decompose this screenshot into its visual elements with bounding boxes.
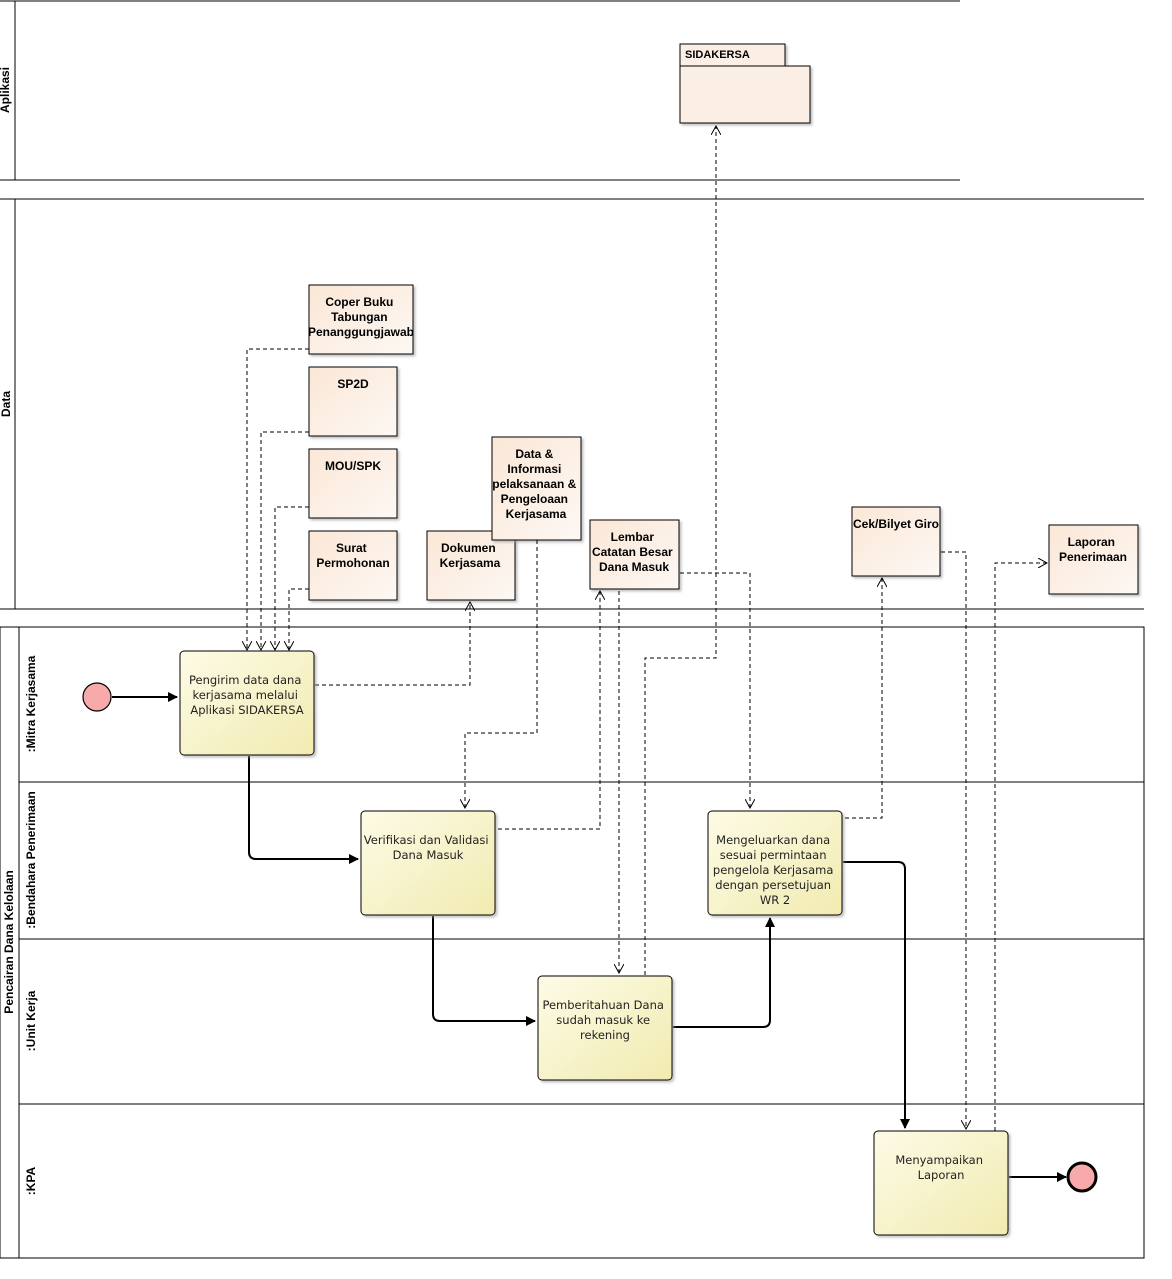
- lane-label-kpa: :KPA: [24, 1166, 38, 1195]
- data-object-text: Surat Permohonan: [316, 541, 389, 570]
- task-text: Verifikasi dan Validasi Dana Masuk: [364, 833, 492, 862]
- association-laporan: [994, 563, 1047, 1131]
- data-object-text: Dokumen Kerjasama: [440, 541, 501, 570]
- data-object-lembar[interactable]: Lembar Catatan Besar Dana Masuk: [589, 519, 680, 590]
- task-text: Pengirim data dana kerjasama melalui Apl…: [189, 673, 305, 717]
- lane-label-data: Data: [0, 391, 13, 417]
- association-cek: [845, 578, 882, 819]
- pool-label: Pencairan Dana Kelolaan: [2, 870, 16, 1013]
- association-dokumen: [315, 602, 470, 686]
- data-object-text: Lembar Catatan Besar Dana Masuk: [592, 530, 676, 574]
- data-object-surat[interactable]: Surat Permohonan: [308, 530, 398, 601]
- data-object-cek[interactable]: Cek/Bilyet Giro: [851, 506, 941, 577]
- flow-mengeluarkan-menyampaikan: [843, 861, 910, 1129]
- association-verifikasi-lembar: [498, 591, 600, 830]
- pool-pencairan: Pencairan Dana Kelolaan :Mitra Kerjasama…: [0, 626, 1145, 1259]
- data-object-mou[interactable]: MOU/SPK: [308, 448, 398, 519]
- associations: [247, 126, 1047, 1131]
- task-text: Pemberitahuan Dana sudah masuk ke rekeni…: [542, 998, 667, 1042]
- task-pengirim[interactable]: Pengirim data dana kerjasama melalui Apl…: [179, 650, 315, 756]
- task-menyampaikan[interactable]: Menyampaikan Laporan: [873, 1130, 1009, 1236]
- association-lembar-mengeluarkan: [680, 572, 750, 808]
- task-pemberitahuan[interactable]: Pemberitahuan Dana sudah masuk ke rekeni…: [537, 975, 673, 1081]
- association-sp2d: [261, 431, 309, 650]
- start-event[interactable]: [82, 682, 112, 712]
- data-object-text: Laporan Penerimaan: [1059, 535, 1127, 564]
- association-mou: [275, 506, 309, 650]
- association-datainfo: [465, 540, 538, 808]
- lane-aplikasi: Aplikasi: [0, 0, 960, 181]
- data-object-datainfo[interactable]: Data & Informasi pelaksanaan & Pengeloaa…: [491, 436, 582, 541]
- flow-verifikasi-pemberitahuan: [432, 916, 536, 1026]
- lane-data: Data: [0, 198, 1144, 610]
- data-object-sp2d[interactable]: SP2D: [308, 366, 398, 437]
- data-object-text: MOU/SPK: [325, 459, 381, 473]
- data-object-text: Cek/Bilyet Giro: [853, 517, 939, 531]
- data-object-text: Coper Buku Tabungan Penanggungjawab: [308, 295, 414, 339]
- data-object-text: Data & Informasi pelaksanaan & Pengeloaa…: [492, 447, 579, 521]
- lane-label-aplikasi: Aplikasi: [0, 67, 12, 113]
- association-sidakersa: [644, 126, 716, 975]
- association-coper: [247, 348, 309, 650]
- task-mengeluarkan[interactable]: Mengeluarkan dana sesuai permintaan peng…: [707, 810, 843, 916]
- package-label: SIDAKERSA: [685, 49, 750, 61]
- flow-pemberitahuan-mengeluarkan: [673, 917, 775, 1028]
- data-object-text: SP2D: [337, 377, 369, 391]
- association-surat: [289, 588, 309, 650]
- flow-pengirim-verifikasi: [248, 756, 359, 864]
- data-object-laporan[interactable]: Laporan Penerimaan: [1048, 524, 1139, 595]
- package-sidakersa[interactable]: [679, 43, 811, 124]
- end-event[interactable]: [1066, 1161, 1098, 1193]
- data-object-coper[interactable]: Coper Buku Tabungan Penanggungjawab: [308, 284, 414, 355]
- lane-label-mitra: :Mitra Kerjasama: [24, 655, 38, 752]
- task-text: Mengeluarkan dana sesuai permintaan peng…: [713, 833, 837, 907]
- data-object-dokumen[interactable]: Dokumen Kerjasama: [426, 530, 516, 601]
- sequence-flows: [112, 692, 1067, 1182]
- lane-label-bendahara: :Bendahara Penerimaan: [24, 791, 38, 928]
- task-text: Menyampaikan Laporan: [895, 1153, 986, 1182]
- lane-label-unit: :Unit Kerja: [24, 990, 38, 1051]
- task-verifikasi[interactable]: Verifikasi dan Validasi Dana Masuk: [360, 810, 496, 916]
- association-cek-laporan-task: [941, 551, 966, 1129]
